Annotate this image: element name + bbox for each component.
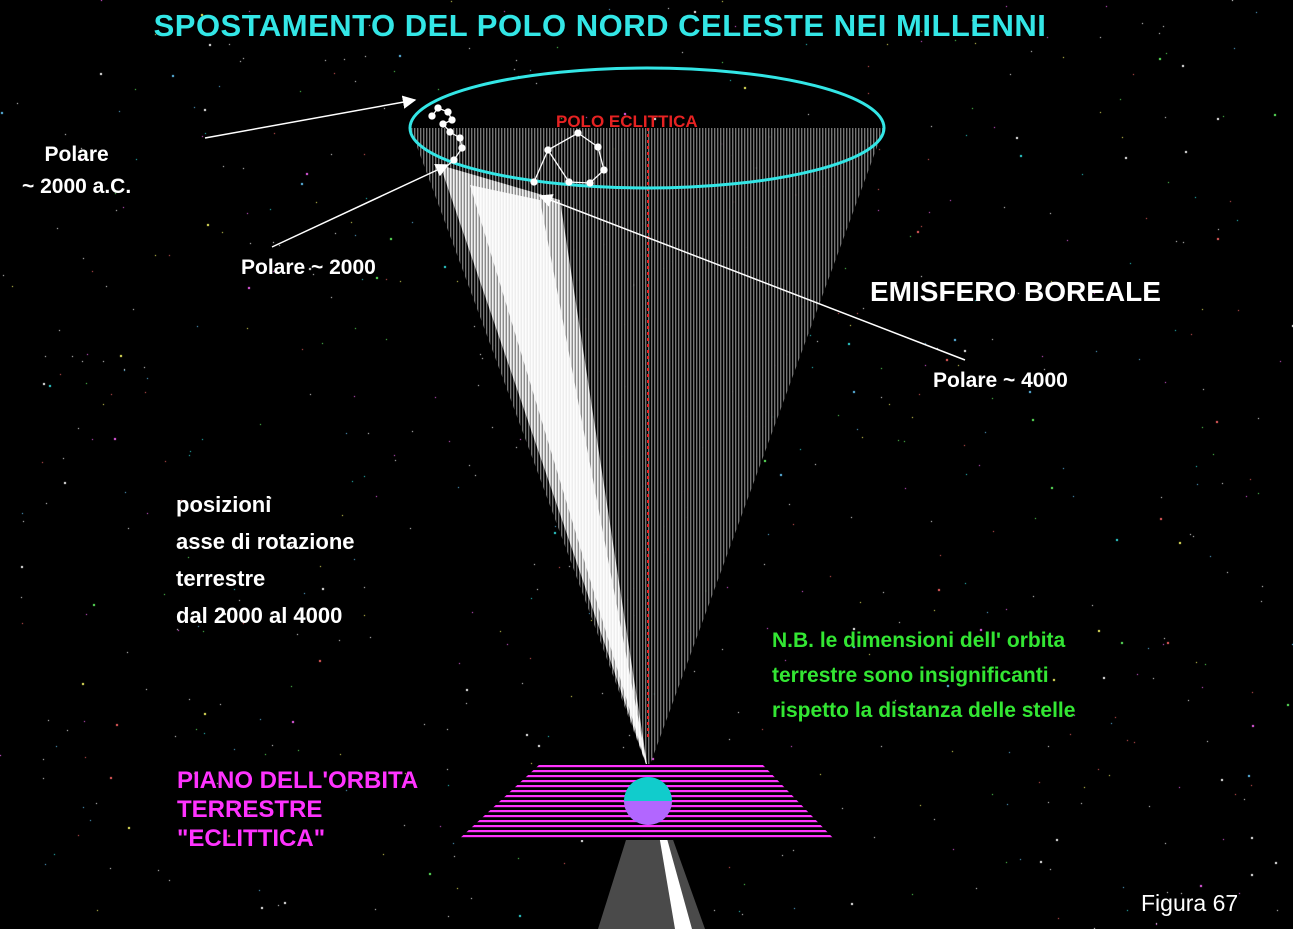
emisfero-boreale-label: EMISFERO BOREALE (870, 276, 1161, 307)
note-line: terrestre sono insignificanti (772, 664, 1049, 687)
orbit-size-note: N.B. le dimensioni dell' orbita terrestr… (772, 623, 1075, 728)
ecliptic-plane-label: PIANO DELL'ORBITA TERRESTRE "ECLITTICA" (177, 766, 418, 853)
caption-line: dal 2000 al 4000 (176, 603, 343, 628)
page-title: SPOSTAMENTO DEL POLO NORD CELESTE NEI MI… (153, 8, 1047, 43)
arrow-icon-polare-4000 (538, 194, 966, 361)
axis-positions-caption: posizioni asse di rotazione terrestre da… (176, 486, 355, 634)
polare-2000-label: Polare ~ 2000 (241, 256, 376, 279)
note-line: rispetto la distanza delle stelle (772, 699, 1076, 722)
cone-highlight (440, 165, 648, 770)
plane-label-line: "ECLITTICA" (177, 825, 326, 852)
polo-eclittica-label: POLO ECLITTICA (556, 112, 698, 131)
earth-globe-icon (624, 777, 672, 825)
caption-line: asse di rotazione (176, 529, 355, 554)
cone-highlight-inner (470, 185, 648, 770)
note-line: N.B. le dimensioni dell' orbita (772, 629, 1066, 652)
draco-constellation-icon (428, 104, 466, 167)
arrow-icon-polare-bc (204, 95, 417, 139)
polare-2000bc-line1: Polare (44, 143, 109, 166)
polare-2000bc-label: Polare ~ 2000 a.C. (22, 139, 131, 203)
little-dipper-icon (530, 129, 608, 187)
figure-number: Figura 67 (1141, 890, 1239, 916)
polare-4000-label: Polare ~ 4000 (933, 369, 1068, 392)
caption-line: posizioni (176, 492, 272, 517)
caption-line: terrestre (176, 566, 266, 591)
polare-2000bc-line2: ~ 2000 a.C. (22, 175, 132, 198)
arrow-icon-polare-2000 (271, 164, 450, 248)
celestial-circle (408, 66, 886, 190)
plane-label-line: PIANO DELL'ORBITA (177, 767, 419, 794)
plane-label-line: TERRESTRE (177, 796, 323, 823)
